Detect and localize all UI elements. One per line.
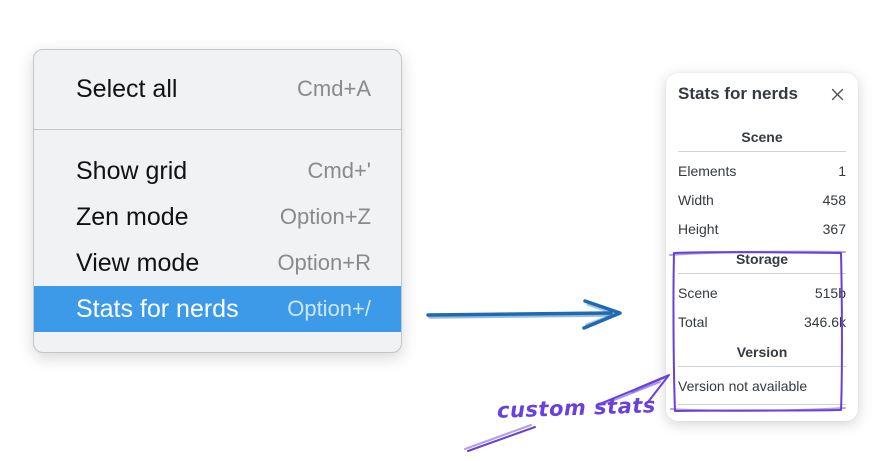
menu-item-zen-mode[interactable]: Zen mode Option+Z <box>34 194 401 240</box>
stat-row-scene-storage: Scene 515b <box>678 278 846 307</box>
section-rule <box>678 151 846 152</box>
stat-value: 346.6k <box>803 313 846 330</box>
menu-item-shortcut: Option+/ <box>287 296 371 321</box>
stat-value: 515b <box>814 284 846 301</box>
stat-row-elements: Elements 1 <box>678 156 846 185</box>
menu-item-label: Stats for nerds <box>76 294 239 323</box>
menu-item-stats-for-nerds[interactable]: Stats for nerds Option+/ <box>34 286 401 332</box>
stat-label: Total <box>678 313 708 330</box>
menu-item-shortcut: Cmd+A <box>297 76 371 101</box>
stat-label: Elements <box>678 162 737 179</box>
stats-section-storage: Storage Scene 515b Total 346.6k <box>678 249 846 336</box>
stats-panel-title: Stats for nerds <box>678 84 798 103</box>
stat-label: Width <box>678 191 714 208</box>
menu-item-shortcut: Option+R <box>277 250 371 275</box>
section-heading: Version <box>736 344 788 360</box>
menu-item-show-grid[interactable]: Show grid Cmd+' <box>34 148 401 194</box>
annotation-underline <box>464 424 536 452</box>
stats-panel-titlebar: Stats for nerds <box>678 83 846 105</box>
stats-section-scene: Scene Elements 1 Width 458 Height 367 <box>678 127 846 243</box>
menu-item-shortcut: Option+Z <box>279 204 371 229</box>
stats-section-version: Version Version not available <box>678 342 846 405</box>
stat-row-height: Height 367 <box>678 214 846 243</box>
menu-item-label: Zen mode <box>76 202 189 231</box>
flow-arrow <box>426 299 622 330</box>
section-rule <box>678 404 846 405</box>
menu-item-label: View mode <box>76 248 200 277</box>
menu-item-view-mode[interactable]: View mode Option+R <box>34 240 401 286</box>
stat-value: 1 <box>838 162 846 179</box>
stat-label: Scene <box>678 284 718 301</box>
stat-value: 458 <box>822 191 846 208</box>
stats-panel: Stats for nerds Scene Elements 1 Width 4… <box>666 73 858 421</box>
section-heading: Storage <box>735 251 789 267</box>
menu-item-label: Show grid <box>76 156 188 185</box>
annotation-label: custom stats <box>496 393 657 423</box>
menu-item-select-all[interactable]: Select all Cmd+A <box>34 66 401 112</box>
stat-value: 367 <box>822 220 846 237</box>
stat-label: Height <box>678 220 719 237</box>
context-menu: Select all Cmd+A Show grid Cmd+' Zen mod… <box>33 49 402 353</box>
menu-divider <box>34 129 401 130</box>
menu-item-label: Select all <box>76 74 178 103</box>
stat-row-total-storage: Total 346.6k <box>678 307 846 336</box>
menu-item-shortcut: Cmd+' <box>307 158 372 183</box>
section-rule <box>678 273 846 274</box>
section-heading: Scene <box>741 129 783 145</box>
stat-row-width: Width 458 <box>678 185 846 214</box>
close-icon[interactable] <box>828 85 846 103</box>
version-note: Version not available <box>678 377 808 394</box>
section-rule <box>678 366 846 367</box>
